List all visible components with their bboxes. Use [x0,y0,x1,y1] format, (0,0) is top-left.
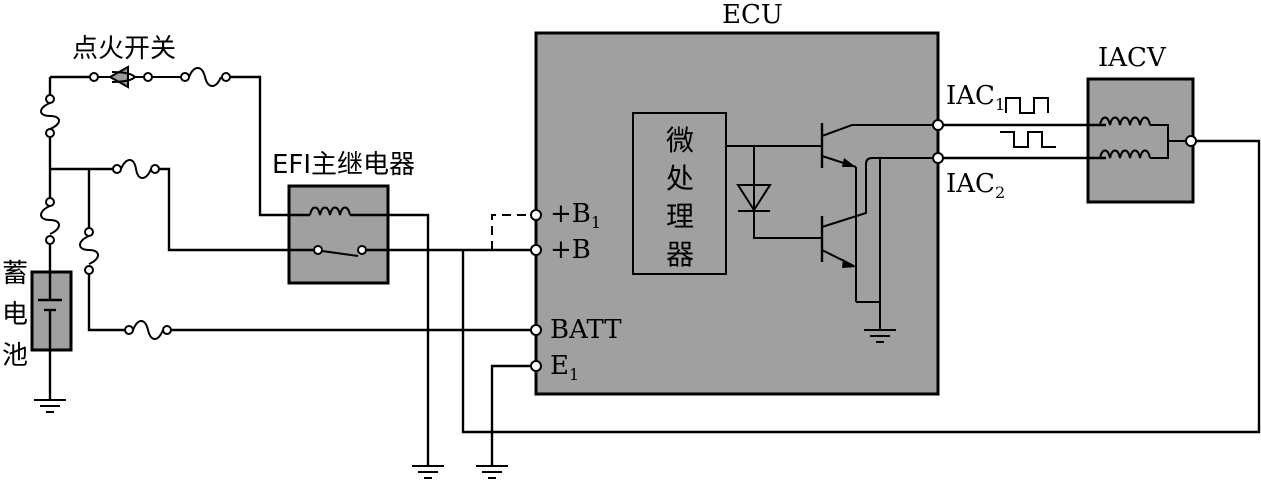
pin-batt-terminal [530,324,542,336]
ignition-switch-symbol [89,65,181,89]
pin-b-terminal [530,244,542,256]
pin-b1-label: +B1 [550,199,601,232]
supply-wiring [48,75,536,400]
battery-symbol [38,272,62,350]
microprocessor-label-4: 器 [666,238,694,271]
efi-relay-contact [313,245,536,257]
fuse-vertical-upper [40,94,60,138]
pin-e1-terminal [530,360,542,372]
iacv-coil-upper [1099,116,1169,141]
pin-iac2-label: IAC2 [946,169,1005,202]
pin-b1-terminal [530,209,542,221]
driver-wiring [726,145,822,239]
efi-relay-box [287,184,390,285]
iacv-common-terminal [1185,135,1197,147]
microprocessor-box [632,112,727,275]
b1-dashed-link [491,214,536,250]
efi-relay-label: EFI主继电器 [272,150,415,180]
e1-ground-wire [490,364,536,466]
microprocessor-label-2: 处 [666,162,694,195]
ground-ecu [864,302,896,343]
iacv-label: IACV [1098,43,1167,73]
pin-b-label: +B [550,235,591,265]
iacv-return-wire [461,139,1261,434]
microprocessor-label-1: 微 [666,124,694,157]
pulse-waveform-iac2 [1000,131,1056,148]
diode-symbol [736,184,772,212]
battery-label-3: 池 [2,341,28,371]
pin-iac2-terminal [932,152,944,164]
ignition-switch-label: 点火开关 [72,34,176,64]
efi-relay-coil [309,206,430,466]
ecu-label: ECU [722,0,783,30]
pin-iac1-label: IAC1 [946,81,1005,114]
pulse-waveform-iac1 [1005,97,1049,114]
ecu-box [534,31,940,396]
pin-batt-label: BATT [550,315,622,345]
battery-label-1: 蓄 [2,259,28,289]
fuse-vertical-lower [40,197,60,245]
fuse-horizontal-batt [124,320,172,340]
battery-label-2: 电 [2,300,28,330]
ground-e1 [476,465,508,479]
fuse-vertical-batt [79,227,99,275]
fuse-horizontal-mid [112,159,160,179]
iacv-coil-lower [1099,140,1186,159]
ground-battery [34,399,66,413]
pin-e1-label: E1 [550,351,579,384]
fuse-horizontal-top [180,67,231,87]
pin-iac1-terminal [932,119,944,131]
microprocessor-label-3: 理 [666,200,694,233]
ground-relay [412,465,444,479]
